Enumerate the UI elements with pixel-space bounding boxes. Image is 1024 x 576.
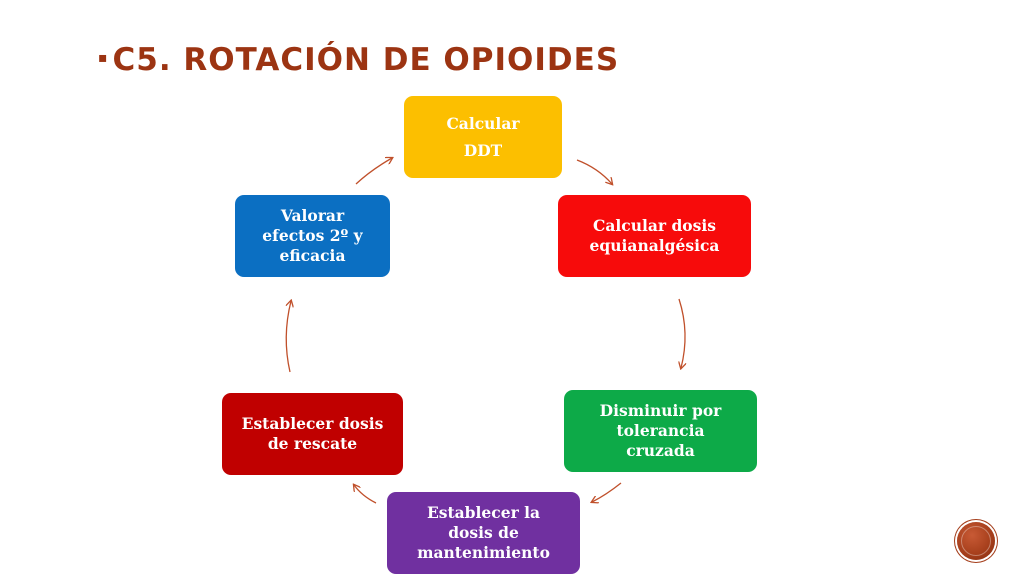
step-establecer-dosis-mantenimiento: Establecer la dosis de mantenimiento bbox=[387, 492, 580, 574]
step-calcular-ddt: Calcular DDT bbox=[404, 96, 562, 178]
page-title: ▪C5. ROTACIÓN DE OPIOIDES bbox=[98, 42, 619, 78]
title-bullet: ▪ bbox=[98, 49, 109, 66]
step-label: Calcular dosis equianalgésica bbox=[589, 216, 720, 255]
step-valorar-efectos: Valorar efectos 2º y eficacia bbox=[235, 195, 390, 277]
arrow-rescate-to-valorar-efectos bbox=[285, 301, 291, 373]
step-label: Calcular DDT bbox=[446, 114, 520, 160]
slide-number-badge bbox=[957, 522, 995, 560]
step-disminuir-tolerancia-cruzada: Disminuir por tolerancia cruzada bbox=[564, 390, 757, 472]
arrow-mantenimiento-to-rescate bbox=[354, 485, 377, 504]
title-text: C5. ROTACIÓN DE OPIOIDES bbox=[112, 42, 620, 78]
arrow-calcular-ddt-to-dosis-equianalgesica bbox=[576, 159, 612, 184]
step-calcular-dosis-equianalgesica: Calcular dosis equianalgésica bbox=[558, 195, 751, 277]
step-label: Valorar efectos 2º y eficacia bbox=[262, 206, 363, 265]
step-label: Establecer la dosis de mantenimiento bbox=[417, 503, 550, 562]
arrow-valorar-efectos-to-calcular-ddt bbox=[355, 158, 392, 185]
step-establecer-dosis-rescate: Establecer dosis de rescate bbox=[222, 393, 403, 475]
arrow-tolerancia-to-mantenimiento bbox=[592, 482, 622, 502]
step-label: Establecer dosis de rescate bbox=[241, 414, 384, 453]
arrow-dosis-equianalgesica-to-tolerancia bbox=[679, 298, 685, 368]
step-label: Disminuir por tolerancia cruzada bbox=[599, 401, 722, 460]
